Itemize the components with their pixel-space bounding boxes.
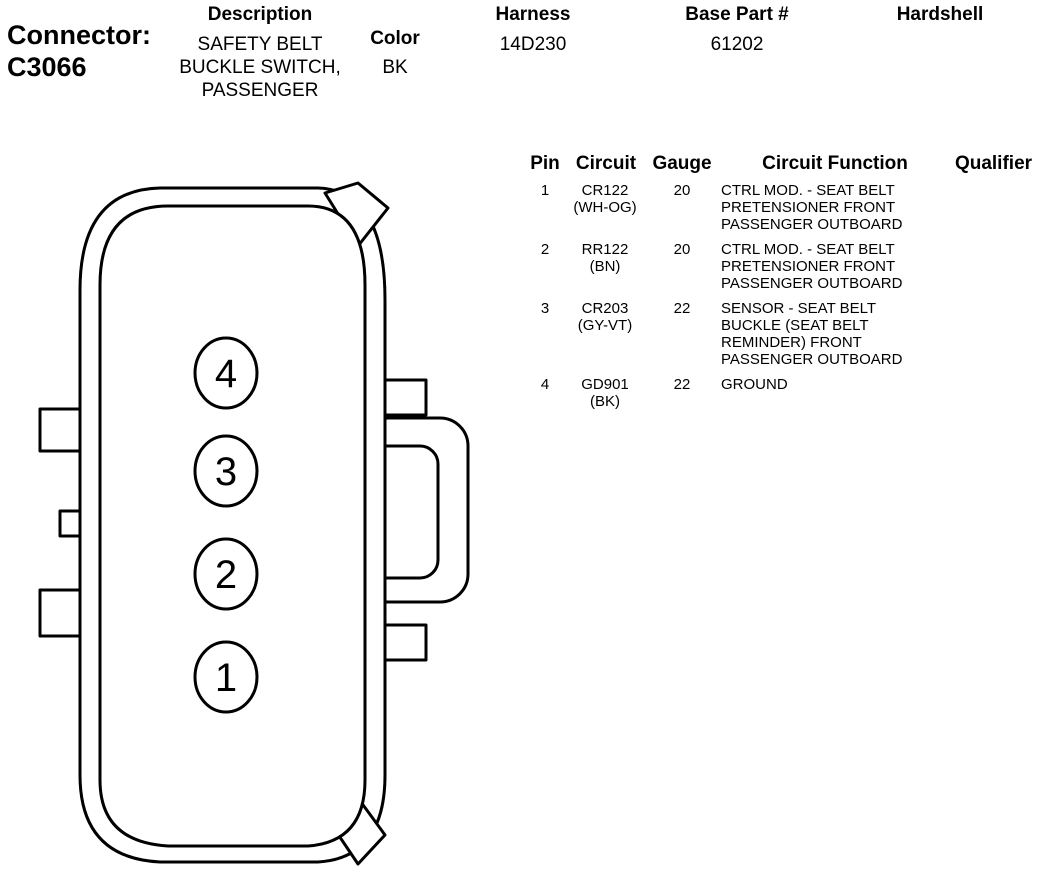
color-value: BK [382,57,408,78]
harness-header: Harness [495,4,571,25]
table-row-gauge: 22 [673,376,691,393]
table-row-pin: 3 [540,300,550,317]
pin-number-2: 2 [215,553,237,597]
table-row-function-3: REMINDER) FRONT [721,334,862,351]
color-header: Color [370,28,420,49]
table-row-circuit: RR122 [581,241,629,258]
pin-cavity-1 [193,640,259,714]
table-row-function-1: CTRL MOD. - SEAT BELT [721,182,895,199]
description-line-1: SAFETY BELT [197,34,323,55]
pin-cavity-2 [193,537,259,611]
base-part-value: 61202 [710,34,764,55]
description-line-3: PASSENGER [201,80,319,101]
latch-tab-right-lower [378,623,428,662]
table-row-function-3: PASSENGER OUTBOARD [721,275,903,292]
table-row-function-1: GROUND [721,376,788,393]
table-row-circuit-color: (GY-VT) [577,317,633,334]
latch-tab-left-upper [38,407,84,453]
table-row-function-2: PRETENSIONER FRONT [721,199,896,216]
table-row-circuit: GD901 [581,376,629,393]
latch-tab-left-lower [38,588,84,638]
pin-number-1: 1 [215,656,237,700]
connector-face-diagram: 4 3 2 1 [38,181,470,866]
function-column-header: Circuit Function [762,153,908,174]
pin-number-3: 3 [215,450,237,494]
table-row-gauge: 20 [673,241,691,258]
pin-cavity-4 [193,336,259,410]
connector-id: C3066 [7,52,87,82]
connector-label: Connector: [7,20,151,50]
table-row-circuit-color: (WH-OG) [573,199,637,216]
table-row-function-2: PRETENSIONER FRONT [721,258,896,275]
table-row-gauge: 22 [673,300,691,317]
pin-cavity-3 [193,434,259,508]
table-row-pin: 4 [540,376,550,393]
gauge-column-header: Gauge [652,153,712,174]
table-row-pin: 2 [540,241,550,258]
circuit-column-header: Circuit [575,153,637,174]
table-row-circuit-color: (BN) [589,258,621,275]
harness-value: 14D230 [499,34,567,55]
pin-column-header: Pin [530,153,560,174]
table-row-circuit: CR122 [581,182,629,199]
description-header: Description [207,4,313,25]
hardshell-header: Hardshell [896,4,984,25]
qualifier-column-header: Qualifier [954,153,1033,174]
base-part-header: Base Part # [685,4,789,25]
description-line-2: BUCKLE SWITCH, [179,57,341,78]
table-row-function-1: CTRL MOD. - SEAT BELT [721,241,895,258]
table-row-gauge: 20 [673,182,691,199]
table-row-circuit: CR203 [581,300,629,317]
pin-number-4: 4 [215,352,237,396]
table-row-function-4: PASSENGER OUTBOARD [721,351,903,368]
latch-tab-right-upper [378,378,428,417]
table-row-function-1: SENSOR - SEAT BELT [721,300,877,317]
table-row-function-3: PASSENGER OUTBOARD [721,216,903,233]
table-row-circuit-color: (BK) [590,393,620,410]
connector-shell-inner [98,204,367,848]
table-row-pin: 1 [540,182,550,199]
table-row-function-2: BUCKLE (SEAT BELT [721,317,869,334]
